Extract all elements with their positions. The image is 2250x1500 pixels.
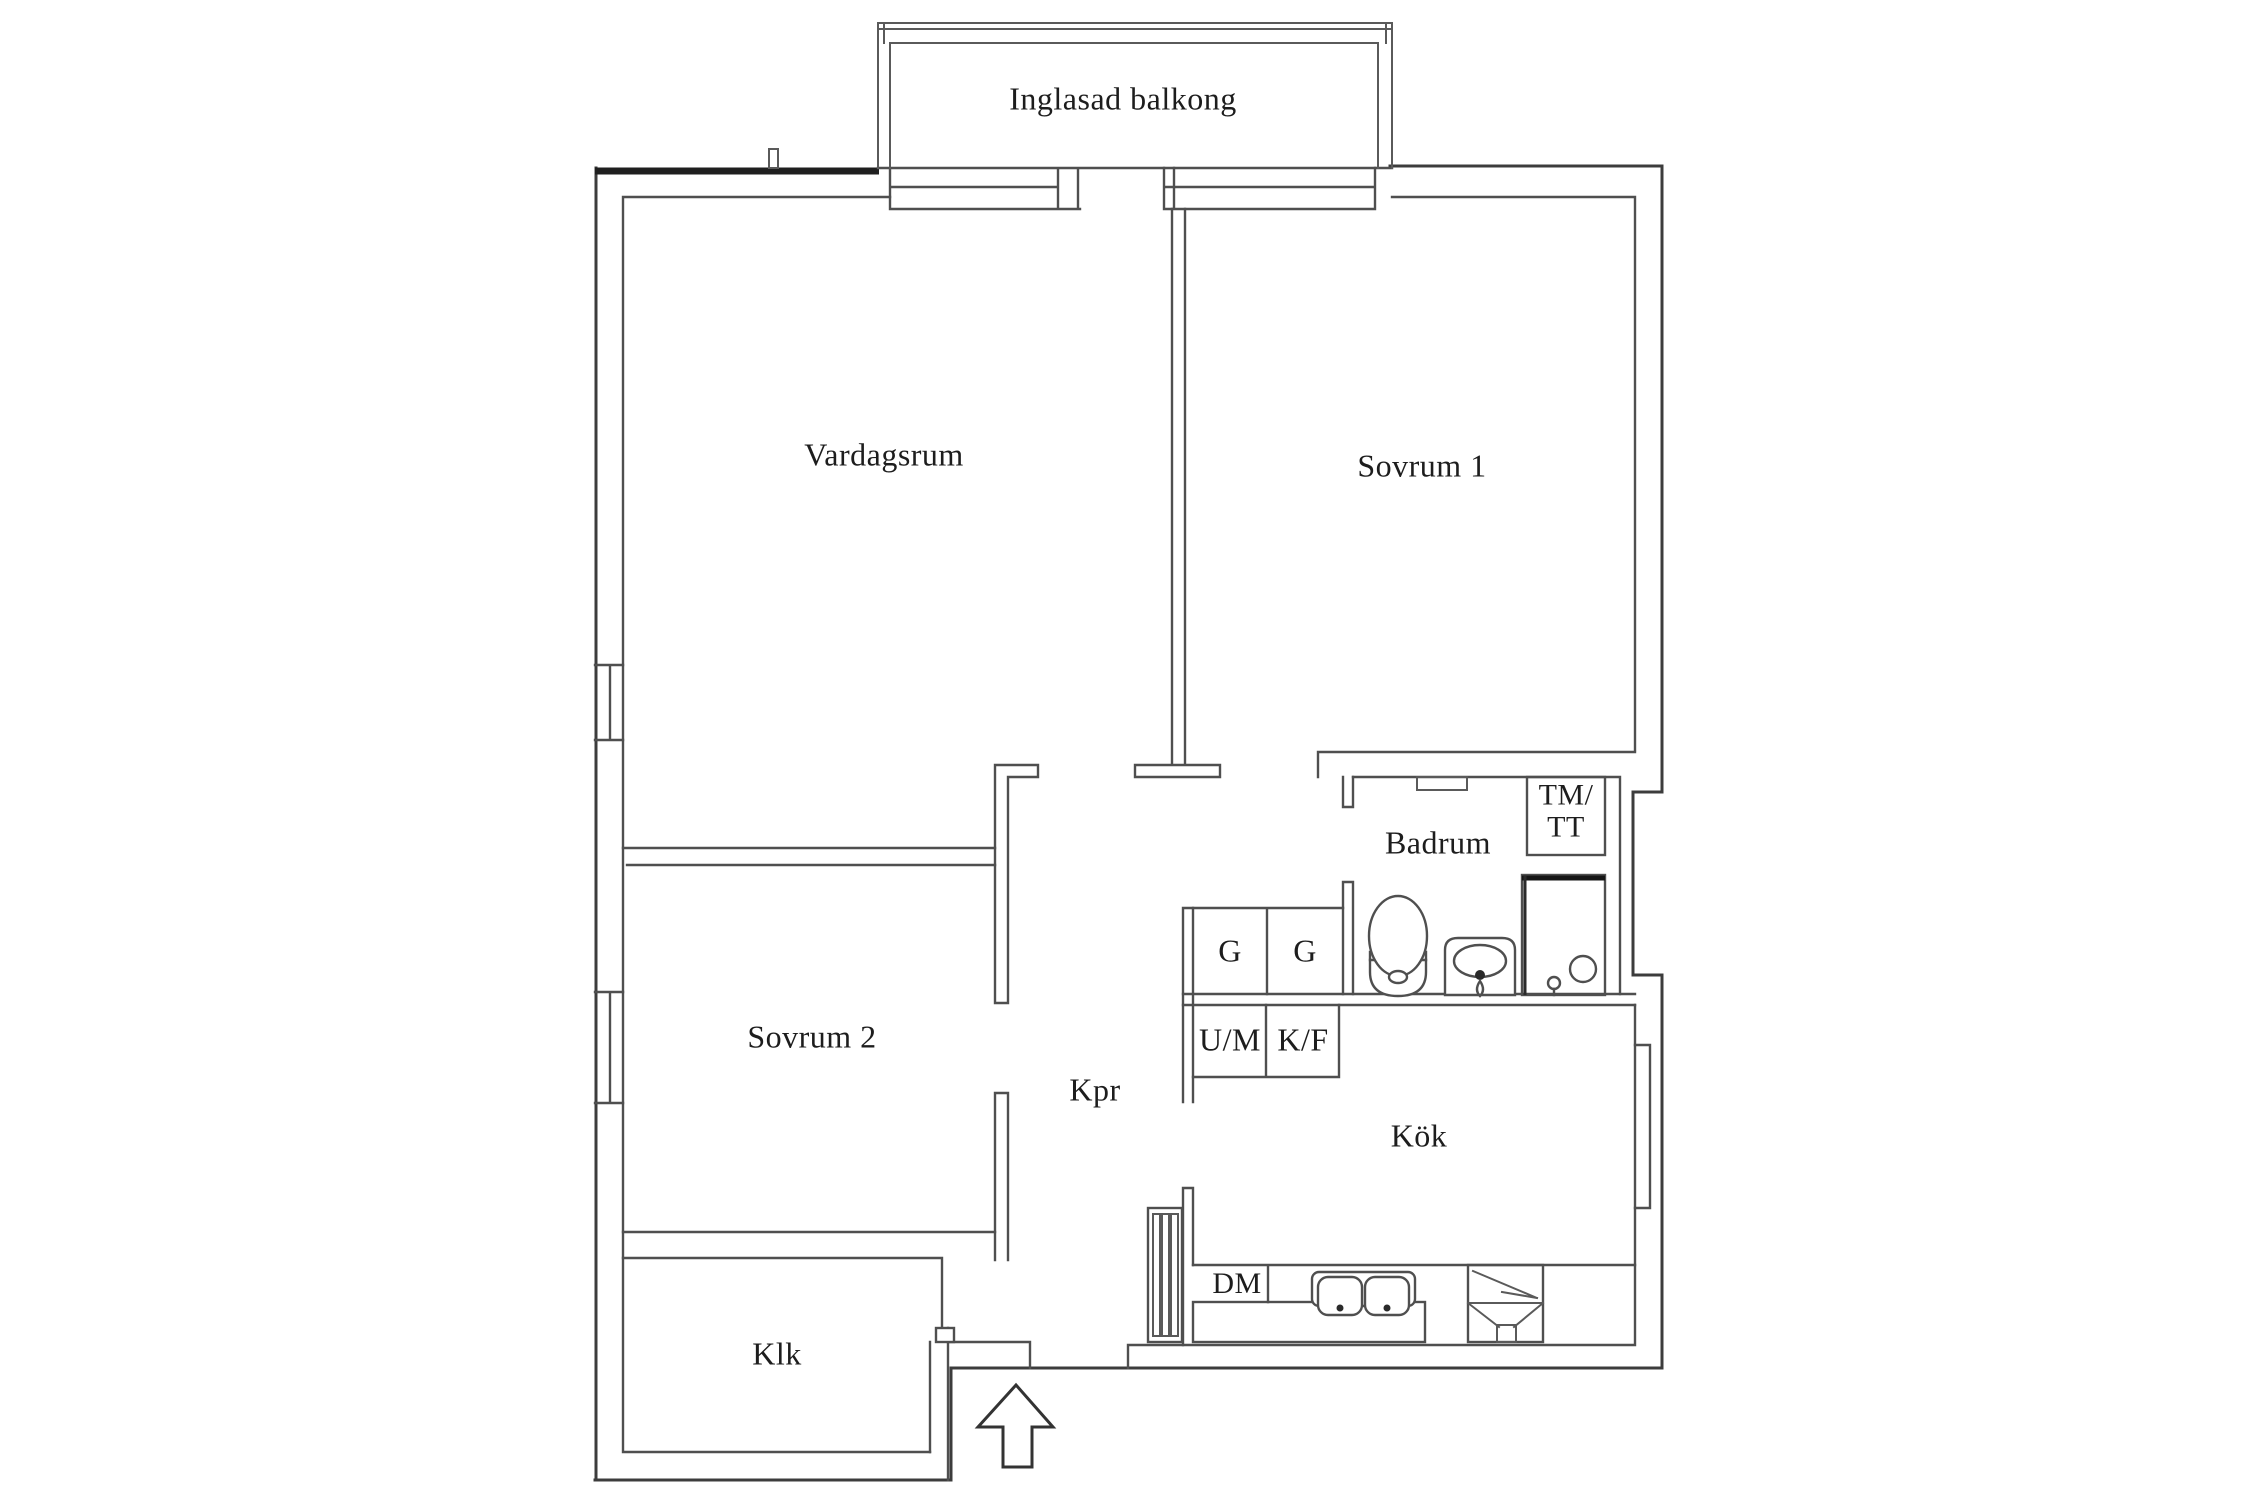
radiator-symbol [1146, 1206, 1184, 1344]
kitchen-sink-symbol [1310, 1270, 1417, 1317]
toilet-symbol [1367, 894, 1429, 998]
room-label-corridor: Kpr [1069, 1071, 1121, 1108]
storage-boxes [1191, 775, 1607, 1079]
room-label-closet: Klk [752, 1335, 802, 1372]
window-balcony-left [876, 166, 1394, 211]
fixture-label-dishwasher: DM [1212, 1266, 1262, 1300]
window-bedroom2 [593, 990, 625, 1105]
room-label-living-room: Vardagsrum [804, 436, 964, 473]
bathroom-fixtures [1367, 873, 1607, 998]
fixture-label-oven-microwave: U/M [1199, 1021, 1261, 1058]
wall-tick [768, 148, 779, 169]
window-living-room [593, 663, 625, 742]
washer-dryer-box [1525, 775, 1607, 857]
room-label-kitchen: Kök [1390, 1117, 1448, 1154]
window-kitchen [1633, 1043, 1652, 1210]
balcony-glazing [877, 22, 1393, 169]
entry-door-jamb [934, 1326, 956, 1344]
exterior-walls [593, 148, 1664, 1482]
washer-dryer-line1: TM/ [1538, 778, 1594, 812]
kitchen-fixtures [1146, 1206, 1637, 1344]
windows [593, 166, 1652, 1210]
fixture-label-fridge-freezer: K/F [1277, 1021, 1329, 1058]
room-label-balcony: Inglasad balkong [1009, 80, 1237, 117]
washbasin-symbol [1443, 936, 1517, 998]
fixture-label-wardrobe2: G [1293, 932, 1317, 969]
shower-symbol [1520, 873, 1607, 997]
room-label-bedroom2: Sovrum 2 [747, 1018, 877, 1055]
fixture-label-wardrobe1: G [1218, 932, 1242, 969]
window-balcony-right [1162, 166, 1377, 211]
fixture-label-washer-dryer: TM/ TT [1538, 778, 1594, 845]
wall-niche [1416, 776, 1468, 791]
interior-walls [621, 195, 1637, 1482]
room-label-bedroom1: Sovrum 1 [1357, 447, 1487, 484]
stove-symbol [1466, 1263, 1545, 1344]
kitchen-counter [1191, 1263, 1637, 1344]
entrance-arrow [974, 1382, 1057, 1469]
washer-dryer-line2: TT [1547, 811, 1585, 844]
room-label-bathroom: Badrum [1384, 824, 1492, 861]
